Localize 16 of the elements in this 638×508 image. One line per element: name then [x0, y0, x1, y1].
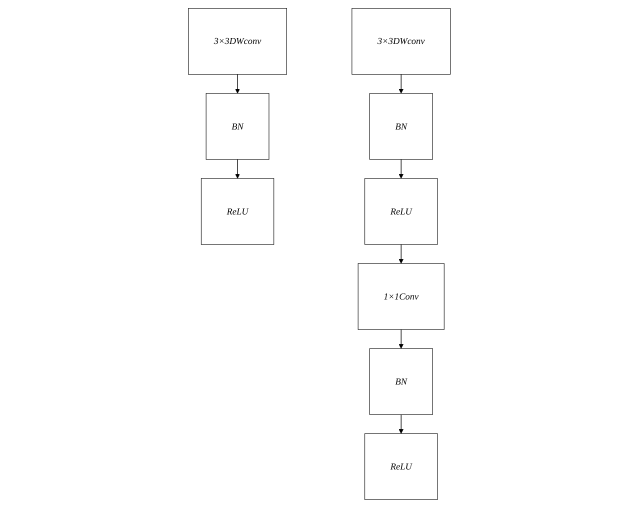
node-box: 3×3DWconv [351, 8, 450, 75]
node-box: 1×1Conv [358, 263, 444, 330]
node-box: 3×3DWconv [188, 8, 287, 75]
arrow [234, 74, 240, 94]
arrow [398, 159, 404, 179]
node-box: BN [369, 93, 433, 160]
arrow [398, 414, 404, 434]
arrow [234, 159, 240, 179]
node-box: ReLU [200, 178, 274, 245]
arrow [398, 244, 404, 264]
node-box: ReLU [364, 433, 438, 500]
node-box: BN [369, 348, 433, 415]
node-box: ReLU [364, 178, 438, 245]
arrow [398, 329, 404, 349]
arrow [398, 74, 404, 94]
node-box: BN [205, 93, 269, 160]
